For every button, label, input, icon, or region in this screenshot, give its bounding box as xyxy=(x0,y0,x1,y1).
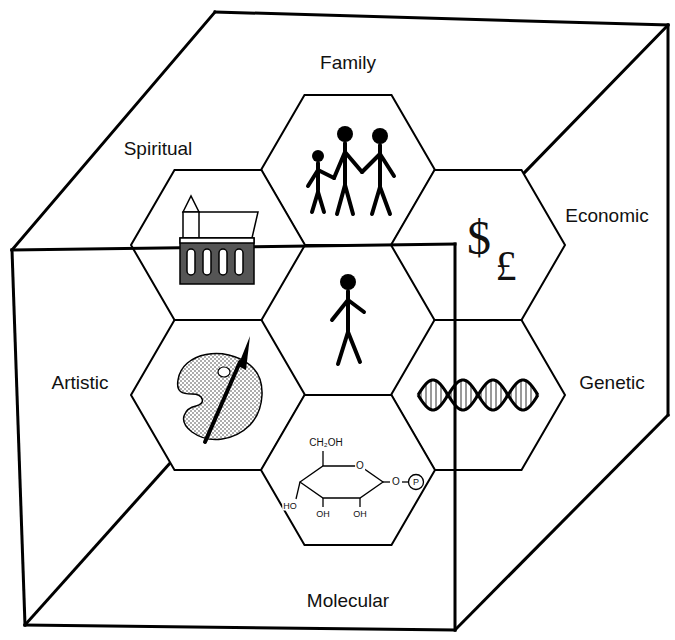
hexagon-outline xyxy=(261,395,435,545)
hexagon-cell: Molecular xyxy=(261,395,435,545)
chemical-label: P xyxy=(413,478,419,487)
cell-label: Economic xyxy=(565,206,648,225)
chemical-label: O xyxy=(355,461,365,471)
cell-label: Spiritual xyxy=(124,139,193,158)
chemical-label: O xyxy=(391,477,401,487)
hexagon-cell: Spiritual xyxy=(131,170,305,320)
chemical-label: OH xyxy=(315,510,331,519)
hexagon-outline xyxy=(131,170,305,320)
hexagon-shape xyxy=(131,170,305,320)
cell-label: Molecular xyxy=(307,591,389,610)
cube-edge xyxy=(12,250,25,625)
hexagon-shape xyxy=(261,395,435,545)
currency-symbol: $ xyxy=(467,214,491,262)
cube-edge xyxy=(215,12,668,25)
cell-label: Family xyxy=(320,53,376,72)
currency-symbol: £ xyxy=(496,245,517,287)
chemical-label: HO xyxy=(282,502,298,511)
cell-label: Artistic xyxy=(52,373,109,392)
chemical-label: CH₂OH xyxy=(308,438,343,448)
cube-edge xyxy=(25,625,455,630)
cube-edge xyxy=(667,25,670,415)
hexagon-shape xyxy=(391,170,565,320)
chemical-label: OH xyxy=(352,510,368,519)
person-icon xyxy=(332,274,364,364)
cell-label: Genetic xyxy=(579,373,644,392)
